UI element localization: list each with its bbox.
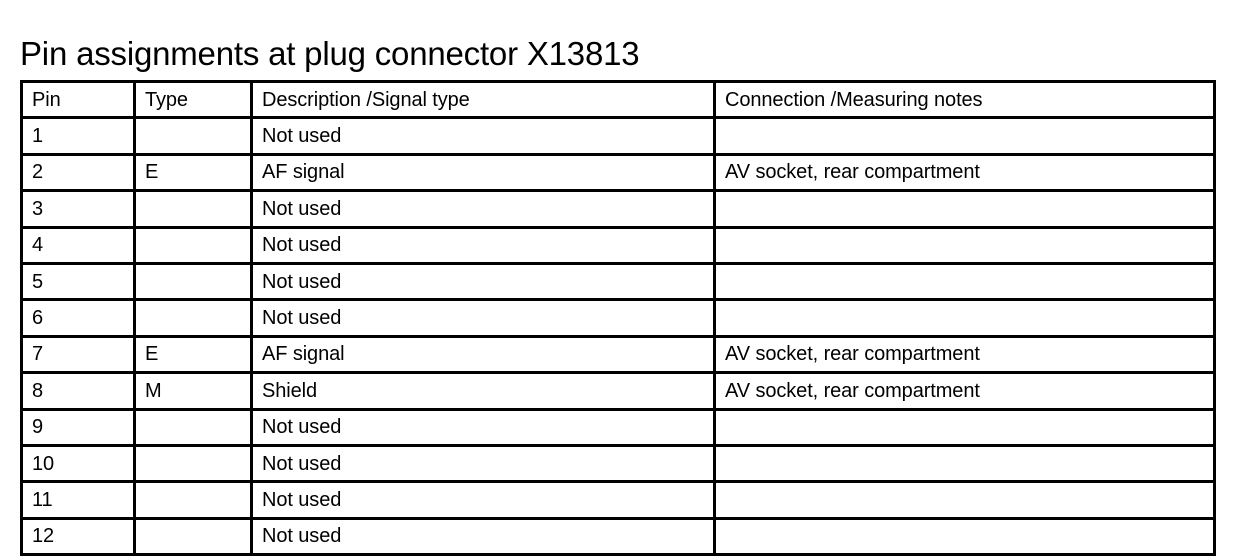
- cell-description: Not used: [250, 298, 716, 338]
- cell-description: Not used: [250, 443, 716, 484]
- column-header-description: Description /Signal type: [250, 79, 716, 120]
- cell-type: [133, 261, 253, 302]
- cell-pin: 5: [20, 261, 136, 302]
- cell-description: Not used: [250, 189, 716, 229]
- cell-type: [133, 407, 253, 447]
- table-row: 1 Not used: [20, 116, 1216, 156]
- pin-assignment-table: Pin Type Description /Signal type Connec…: [20, 79, 1216, 556]
- cell-pin: 6: [20, 298, 136, 338]
- cell-pin: 10: [20, 443, 136, 484]
- cell-pin: 3: [20, 189, 136, 229]
- table-row: 6 Not used: [20, 298, 1216, 338]
- cell-connection: [713, 298, 1216, 338]
- cell-description: Not used: [250, 480, 716, 520]
- column-header-connection: Connection /Measuring notes: [713, 79, 1216, 120]
- cell-connection: [713, 116, 1216, 156]
- cell-type: [133, 516, 253, 556]
- cell-description: Not used: [250, 261, 716, 302]
- cell-connection: [713, 480, 1216, 520]
- cell-connection: AV socket, rear compartment: [713, 371, 1216, 411]
- cell-connection: [713, 225, 1216, 265]
- cell-connection: [713, 443, 1216, 484]
- cell-description: Shield: [250, 371, 716, 411]
- table-header-row: Pin Type Description /Signal type Connec…: [20, 79, 1216, 120]
- table-row: 12 Not used: [20, 516, 1216, 556]
- cell-pin: 12: [20, 516, 136, 556]
- cell-type: [133, 116, 253, 156]
- cell-description: Not used: [250, 516, 716, 556]
- cell-type: [133, 189, 253, 229]
- cell-type: M: [133, 371, 253, 411]
- table-row: 9 Not used: [20, 407, 1216, 447]
- page-title: Pin assignments at plug connector X13813: [20, 35, 640, 73]
- cell-pin: 9: [20, 407, 136, 447]
- cell-connection: AV socket, rear compartment: [713, 152, 1216, 193]
- cell-type: [133, 443, 253, 484]
- cell-pin: 2: [20, 152, 136, 193]
- table-header: Pin Type Description /Signal type Connec…: [20, 79, 1216, 120]
- pin-assignment-table-container: Pin Type Description /Signal type Connec…: [20, 79, 1216, 556]
- cell-connection: [713, 407, 1216, 447]
- cell-type: E: [133, 152, 253, 193]
- document-page: Pin assignments at plug connector X13813…: [20, 35, 1216, 556]
- column-header-type: Type: [133, 79, 253, 120]
- cell-pin: 11: [20, 480, 136, 520]
- cell-type: E: [133, 334, 253, 375]
- table-row: 11 Not used: [20, 480, 1216, 520]
- cell-description: Not used: [250, 225, 716, 265]
- cell-type: [133, 225, 253, 265]
- cell-description: Not used: [250, 407, 716, 447]
- column-header-pin: Pin: [20, 79, 136, 120]
- cell-type: [133, 298, 253, 338]
- table-row: 5 Not used: [20, 261, 1216, 302]
- cell-description: AF signal: [250, 152, 716, 193]
- cell-pin: 8: [20, 371, 136, 411]
- cell-connection: AV socket, rear compartment: [713, 334, 1216, 375]
- table-row: 10 Not used: [20, 443, 1216, 484]
- cell-description: Not used: [250, 116, 716, 156]
- cell-pin: 7: [20, 334, 136, 375]
- cell-connection: [713, 516, 1216, 556]
- cell-type: [133, 480, 253, 520]
- table-row: 4 Not used: [20, 225, 1216, 265]
- cell-pin: 1: [20, 116, 136, 156]
- cell-pin: 4: [20, 225, 136, 265]
- cell-description: AF signal: [250, 334, 716, 375]
- cell-connection: [713, 189, 1216, 229]
- table-row: 3 Not used: [20, 189, 1216, 229]
- cell-connection: [713, 261, 1216, 302]
